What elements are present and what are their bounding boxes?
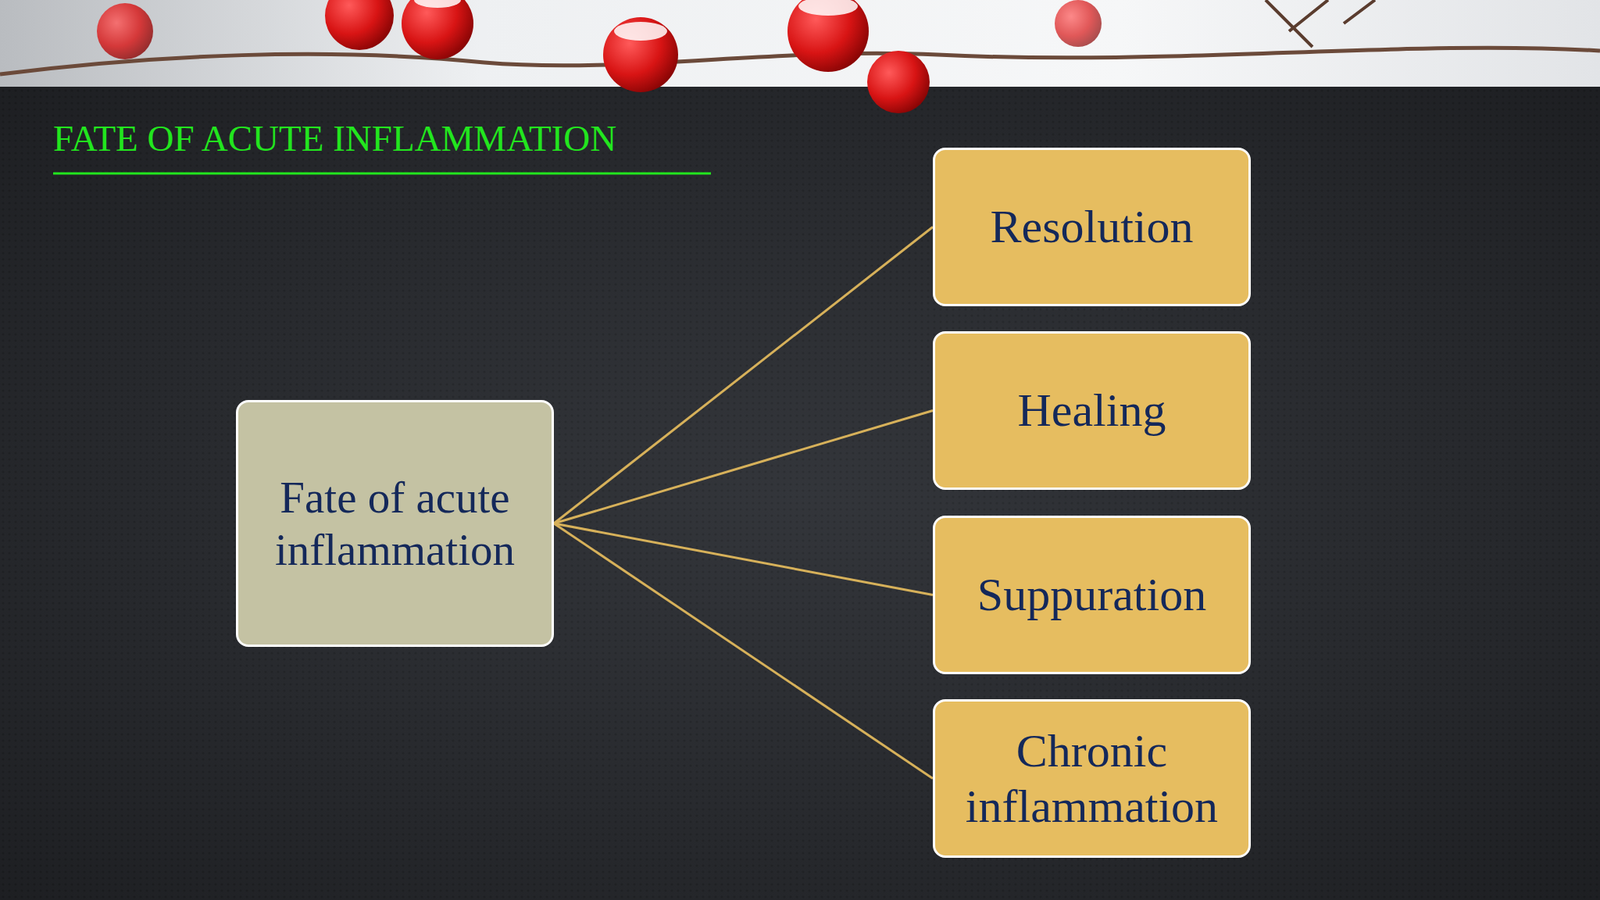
outcome-box: Suppuration bbox=[932, 515, 1251, 675]
node-label: Resolution bbox=[989, 199, 1193, 255]
node-label: Chronic inflammation bbox=[944, 723, 1240, 835]
node-label: Fate of acute inflammation bbox=[247, 471, 543, 577]
slide-title: FATE OF ACUTE INFLAMMATION bbox=[53, 117, 617, 160]
title-underline bbox=[53, 172, 711, 175]
connector-line bbox=[553, 523, 933, 596]
connector-line bbox=[553, 227, 933, 525]
outcome-box: Resolution bbox=[932, 147, 1251, 307]
start-box: Fate of acute inflammation bbox=[235, 400, 554, 647]
connector-line bbox=[553, 410, 933, 525]
outcome-box: Healing bbox=[932, 331, 1251, 490]
node-label: Suppuration bbox=[977, 567, 1207, 623]
banner-photo bbox=[0, 0, 1600, 114]
node-label: Healing bbox=[1017, 382, 1167, 439]
connector-line bbox=[553, 523, 933, 779]
outcome-box: Chronic inflammation bbox=[932, 699, 1251, 858]
